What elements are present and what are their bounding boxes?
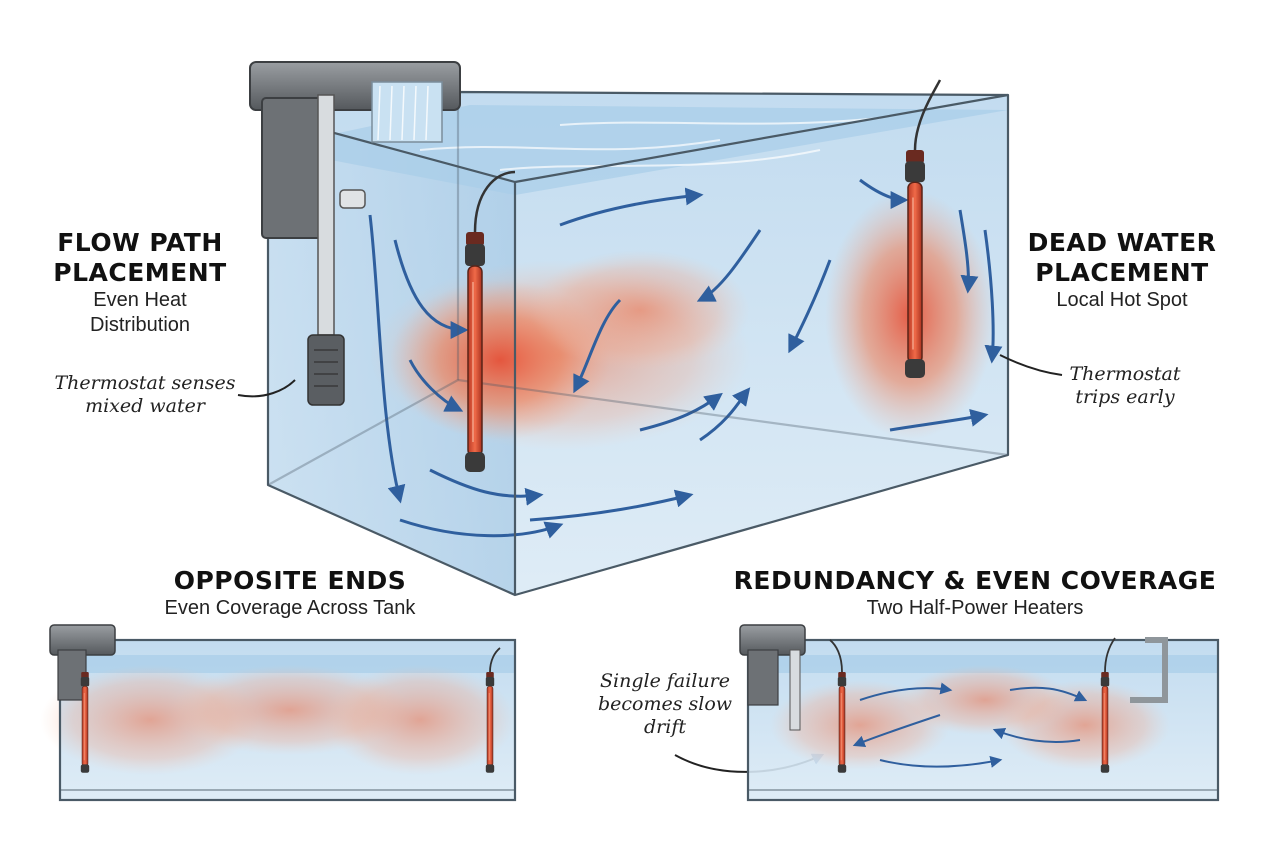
submersible-heater: [464, 170, 516, 473]
redundancy-note-line3: drift: [644, 716, 686, 738]
opposite-ends-label: OPPOSITE ENDS Even Coverage Across Tank: [120, 566, 460, 621]
flow-path-title-line2: PLACEMENT: [53, 258, 227, 287]
opposite-ends-subtitle: Even Coverage Across Tank: [164, 597, 416, 619]
opposite-ends-title: OPPOSITE ENDS: [173, 566, 407, 595]
dead-water-label: DEAD WATER PLACEMENT Local Hot Spot: [1022, 228, 1222, 313]
opposite-ends-tank: [40, 624, 517, 802]
dead-water-note-line1: Thermostat: [1069, 363, 1181, 385]
dead-water-note: Thermostat trips early: [1050, 363, 1200, 409]
flow-path-subtitle-line1: Even Heat: [93, 289, 187, 311]
redundancy-title: REDUNDANCY & EVEN COVERAGE: [733, 566, 1217, 595]
flow-path-note: Thermostat senses mixed water: [50, 372, 240, 418]
redundancy-note-line1: Single failure: [600, 670, 730, 692]
flow-path-title-line1: FLOW PATH: [57, 228, 223, 257]
main-tank: [249, 61, 1010, 597]
dead-water-subtitle: Local Hot Spot: [1056, 289, 1188, 311]
redundancy-label: REDUNDANCY & EVEN COVERAGE Two Half-Powe…: [720, 566, 1230, 621]
note-leader: [237, 379, 296, 398]
dead-water-note-line2: trips early: [1075, 386, 1175, 408]
flow-path-note-line1: Thermostat senses: [54, 372, 236, 394]
redundancy-note-line2: becomes slow: [597, 693, 733, 715]
flow-arrow: [368, 178, 1003, 539]
redundancy-subtitle: Two Half-Power Heaters: [866, 597, 1084, 619]
submersible-heater: [904, 79, 942, 379]
note-leader: [999, 354, 1063, 376]
flow-path-note-line2: mixed water: [85, 395, 205, 417]
dead-water-title-line2: PLACEMENT: [1035, 258, 1209, 287]
flow-path-label: FLOW PATH PLACEMENT Even Heat Distributi…: [40, 228, 240, 338]
redundancy-tank: [739, 624, 1220, 802]
redundancy-note: Single failure becomes slow drift: [585, 670, 745, 739]
flow-path-subtitle-line2: Distribution: [89, 314, 191, 336]
dead-water-title-line1: DEAD WATER: [1027, 228, 1217, 257]
hang-on-back-filter: [249, 61, 461, 406]
